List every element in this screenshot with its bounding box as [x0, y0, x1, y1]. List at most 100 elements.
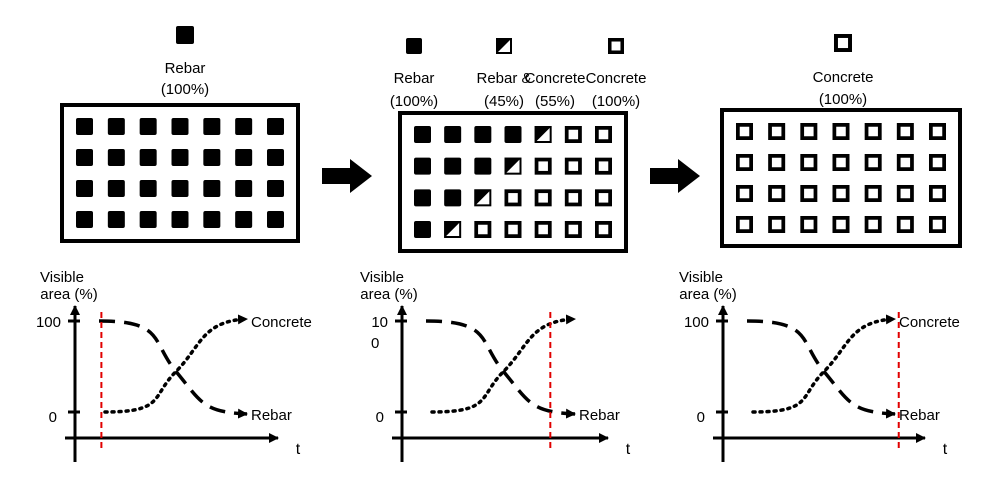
- concrete-curve: [430, 314, 577, 414]
- concrete-square-outline: [768, 153, 786, 171]
- rebar-cell: [139, 149, 157, 166]
- legend-symbol: [406, 38, 422, 54]
- rebar-square-fill: [474, 157, 492, 175]
- rebar-cell: [139, 211, 157, 228]
- rebar-square-fill: [504, 126, 522, 143]
- rebar-cell: [444, 157, 462, 175]
- concrete-square-outline: [864, 123, 882, 141]
- rebar-square-fill: [139, 211, 157, 228]
- concrete-curve-label: Concrete: [251, 314, 312, 331]
- y-tick-label-bottom: 0: [49, 409, 57, 426]
- x-axis-label: t: [296, 441, 301, 458]
- concrete-square-outline: [735, 123, 753, 141]
- concrete-cell: [594, 189, 612, 207]
- rebar-cell: [235, 149, 253, 166]
- legend-item: Concrete(100%): [586, 37, 646, 110]
- concrete-cell: [800, 184, 818, 202]
- concrete-square-outline: [564, 126, 582, 144]
- concrete-square-outline: [833, 33, 852, 52]
- rebar-cell: [107, 149, 125, 166]
- rebar-square-fill: [171, 180, 189, 197]
- concrete-square-outline: [564, 220, 582, 238]
- mixed-square-rebar-half: [444, 221, 462, 238]
- concrete-cell: [832, 153, 850, 171]
- concrete-cell: [768, 153, 786, 171]
- legend-item: Rebar(100%): [390, 38, 438, 110]
- rebar-cell: [267, 118, 284, 135]
- concrete-cell: [735, 184, 753, 202]
- mixed-square-rebar-half: [496, 38, 512, 54]
- rebar-square-fill: [235, 149, 253, 166]
- rebar-square-fill: [176, 26, 194, 44]
- rebar-cell: [235, 180, 253, 197]
- legend-name: Concrete: [813, 69, 874, 86]
- concrete-cell: [594, 126, 612, 144]
- y-tick-label-bottom: 0: [697, 409, 705, 426]
- concrete-square-outline: [800, 215, 818, 233]
- concrete-square-outline: [864, 215, 882, 233]
- rebar-square-fill: [76, 118, 93, 135]
- concrete-square-outline: [896, 184, 914, 202]
- concrete-square-outline: [800, 153, 818, 171]
- rebar-cell: [171, 211, 189, 228]
- rebar-cell: [267, 211, 284, 228]
- concrete-cell: [928, 215, 946, 233]
- concrete-cell: [832, 123, 850, 141]
- y-tick-label-top: 10: [371, 314, 388, 331]
- rebar-cell: [139, 118, 157, 135]
- y-axis-label: area (%): [40, 286, 98, 303]
- concrete-cell: [896, 153, 914, 171]
- rebar-square-fill: [171, 118, 189, 135]
- concrete-square-outline: [832, 153, 850, 171]
- stage-1: Rebar(100%): [60, 26, 300, 243]
- concrete-square-outline: [564, 157, 582, 175]
- rebar-square-fill: [474, 126, 492, 143]
- concrete-square-outline: [608, 37, 625, 54]
- concrete-cell: [864, 184, 882, 202]
- rebar-cell: [203, 180, 221, 197]
- y-tick-label-top-cont: 0: [371, 335, 379, 352]
- concrete-square-outline: [594, 220, 612, 238]
- rebar-curve-label: Rebar: [579, 407, 620, 424]
- rebar-square-fill: [444, 157, 462, 175]
- concrete-cell: [832, 215, 850, 233]
- rebar-square-fill: [235, 118, 253, 135]
- concrete-cell: [800, 215, 818, 233]
- legend-percent: (100%): [819, 91, 867, 108]
- rebar-square-fill: [107, 149, 125, 166]
- rebar-cell: [235, 118, 253, 135]
- concrete-square-outline: [564, 189, 582, 207]
- rebar-cell: [107, 180, 125, 197]
- rebar-cell: [76, 211, 93, 228]
- mixed-cell: [474, 189, 492, 207]
- legend-percent: (45%): [484, 93, 524, 110]
- concrete-cell: [504, 189, 522, 207]
- y-tick-label-bottom: 0: [376, 409, 384, 426]
- rebar-cell: [474, 157, 492, 175]
- concrete-square-outline: [594, 157, 612, 175]
- progress-arrow-shaft: [650, 168, 680, 184]
- concrete-square-outline: [896, 215, 914, 233]
- y-axis-label: Visible: [679, 269, 723, 286]
- rebar-square-fill: [235, 211, 253, 228]
- legend-symbol: [496, 38, 512, 54]
- rebar-cell: [203, 211, 221, 228]
- y-axis-label: Visible: [360, 269, 404, 286]
- concrete-square-outline: [735, 215, 753, 233]
- concrete-square-outline: [504, 220, 522, 238]
- concrete-cell: [735, 215, 753, 233]
- legend-name: Rebar &: [476, 70, 531, 87]
- legend-percent: (100%): [390, 93, 438, 110]
- legend-name: Concrete: [525, 70, 586, 87]
- rebar-cell: [203, 118, 221, 135]
- progress-arrow-head: [678, 159, 700, 193]
- concrete-square-outline: [864, 184, 882, 202]
- legend-symbol: [608, 37, 625, 54]
- concrete-cell: [864, 215, 882, 233]
- concrete-cell: [474, 220, 492, 238]
- rebar-square-fill: [414, 189, 431, 207]
- rebar-square-fill: [414, 157, 431, 175]
- concrete-cell: [504, 220, 522, 238]
- concrete-square-outline: [832, 184, 850, 202]
